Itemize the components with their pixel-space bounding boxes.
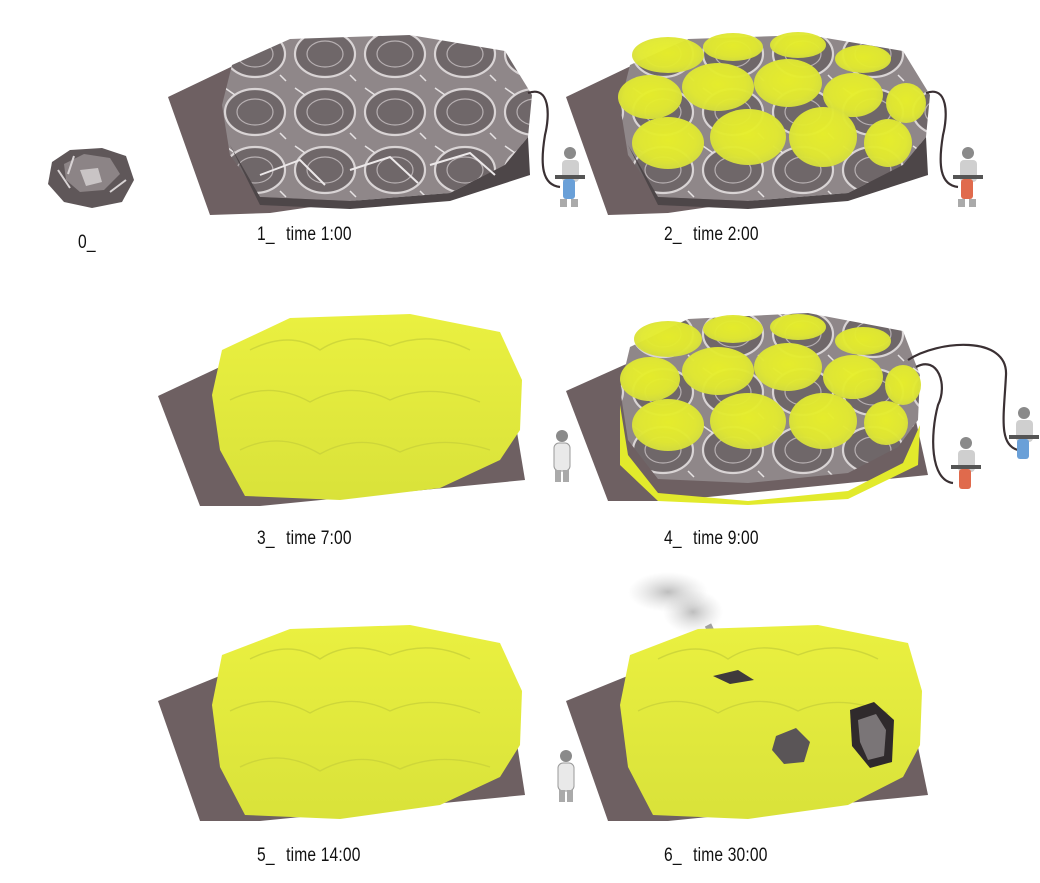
step-time: time 30:00 <box>693 845 767 866</box>
hose <box>926 92 958 187</box>
step-number: 2_ <box>664 224 682 246</box>
step-time: time 1:00 <box>286 224 352 245</box>
step-3-label: 3_ time 7:00 <box>257 528 352 550</box>
step-1-illustration <box>150 25 590 225</box>
step-number: 5_ <box>257 845 275 867</box>
step-time: time 9:00 <box>693 528 759 549</box>
step-5-illustration <box>150 625 590 835</box>
step-2-label: 2_ time 2:00 <box>664 224 759 246</box>
step-4-label: 4_ time 9:00 <box>664 528 759 550</box>
worker-with-tank <box>1009 407 1039 459</box>
worker-with-tank <box>951 437 981 489</box>
tank <box>959 469 971 489</box>
step-number: 1_ <box>257 224 275 246</box>
step-4-illustration <box>558 305 1040 515</box>
step-5-label: 5_ time 14:00 <box>257 845 361 867</box>
step-2-illustration <box>558 25 998 225</box>
step-number: 0_ <box>78 232 96 254</box>
step-time: time 2:00 <box>693 224 759 245</box>
step-number: 4_ <box>664 528 682 550</box>
tank <box>1017 439 1029 459</box>
hose <box>528 92 560 187</box>
step-number: 6_ <box>664 845 682 867</box>
step-time: time 7:00 <box>286 528 352 549</box>
step-number: 3_ <box>257 528 275 550</box>
step-0-illustration <box>40 140 150 220</box>
worker-with-tank <box>953 147 983 207</box>
worker <box>558 750 574 802</box>
step-6-illustration <box>558 570 998 835</box>
step-6-label: 6_ time 30:00 <box>664 845 768 867</box>
step-0-label: 0_ <box>78 232 107 254</box>
step-time: time 14:00 <box>286 845 360 866</box>
tank <box>961 179 973 199</box>
step-1-label: 1_ time 1:00 <box>257 224 352 246</box>
step-3-illustration <box>150 310 590 520</box>
hose <box>908 345 1018 450</box>
